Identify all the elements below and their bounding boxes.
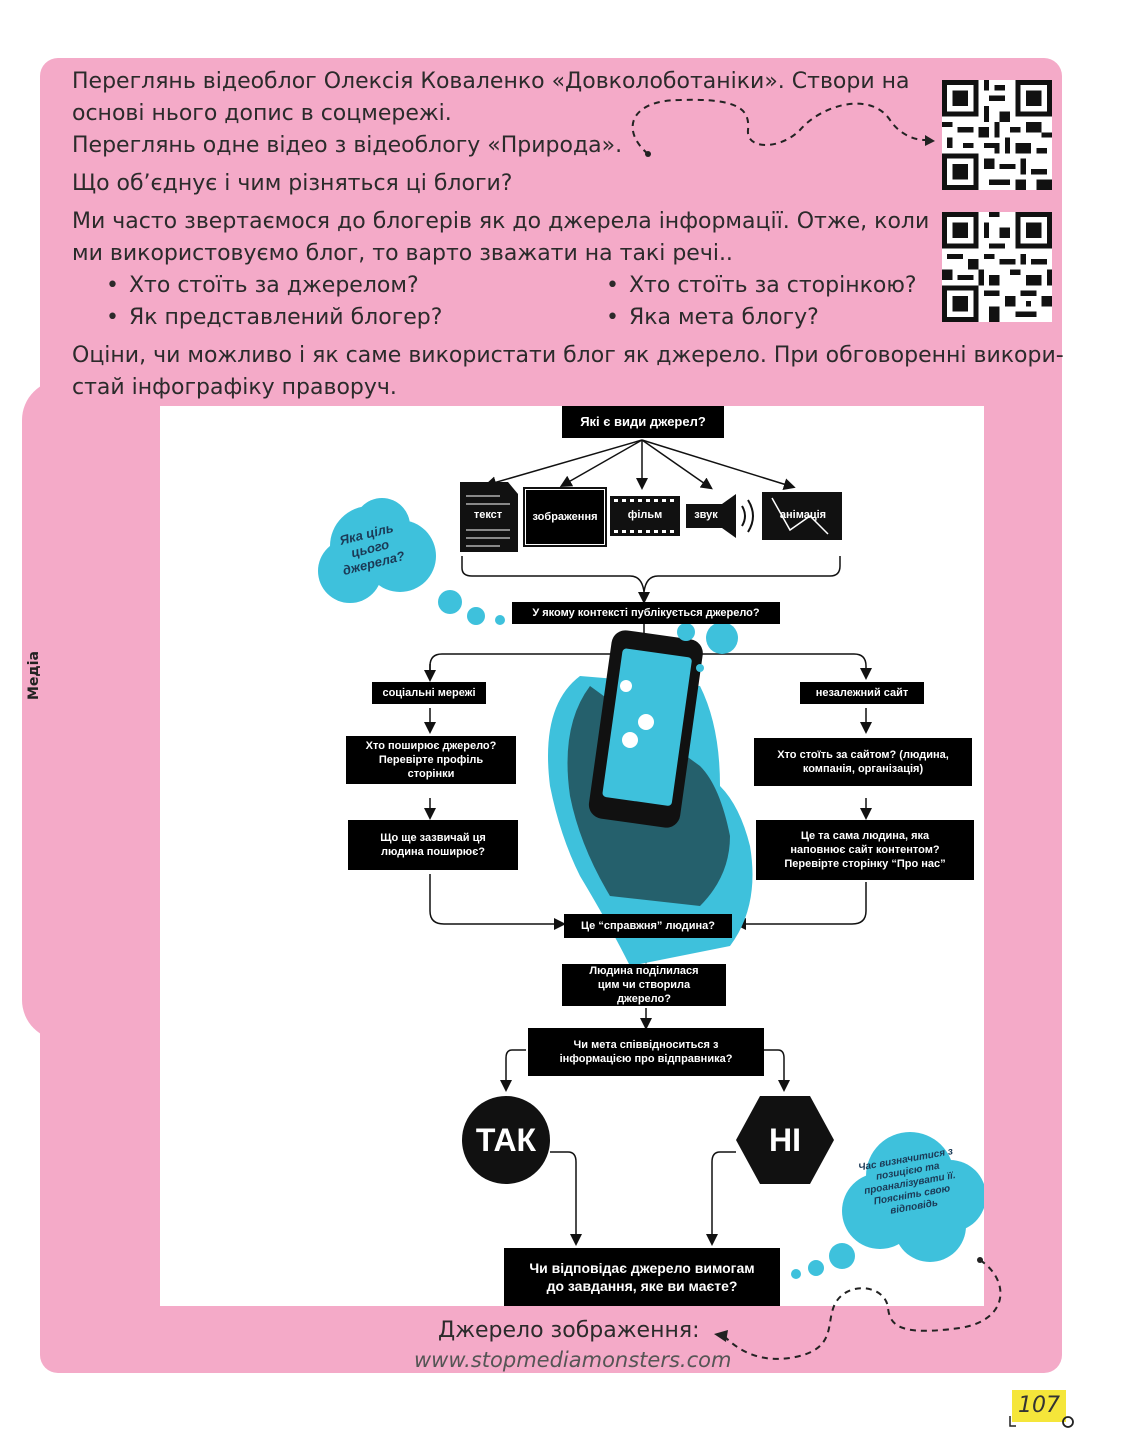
- social-networks-box: соціальні мережі: [372, 682, 486, 704]
- bullet-item: Як представлений блогер?: [106, 302, 442, 334]
- type-label-film: фільм: [627, 509, 663, 521]
- right-question-1: Хто стоїть за сайтом? (людина, компанія,…: [754, 738, 972, 786]
- left-question-1: Хто поширює джерело? Перевірте профіль с…: [346, 736, 516, 784]
- flow-connectors: [318, 439, 984, 1279]
- no-label: НІ: [769, 1122, 801, 1158]
- text-document-icon: [460, 482, 518, 552]
- paragraph-2: Переглянь одне відео з відеоблогу «Приро…: [72, 133, 623, 158]
- bullet-item: Хто стоїть за сторінкою?: [606, 270, 917, 302]
- purpose-question: Чи мета співвідноситься з інформацією пр…: [528, 1028, 764, 1076]
- paragraph-5-line-2: стай інфографіку праворуч.: [72, 375, 397, 400]
- phone-hands-illustration: [548, 622, 753, 966]
- section-label: Медіа: [26, 651, 42, 700]
- bullet-item: Хто стоїть за джерелом?: [106, 270, 419, 302]
- type-label-sound: звук: [694, 509, 718, 521]
- animation-icon: [762, 492, 842, 540]
- type-label-text: текст: [473, 509, 503, 521]
- thought-cloud-left: [318, 498, 505, 625]
- page-number: 107: [1012, 1390, 1066, 1422]
- qr-code-icon[interactable]: [942, 80, 1052, 190]
- right-question-2: Це та сама людина, яка наповнює сайт кон…: [756, 820, 974, 880]
- type-label-image: зображення: [526, 490, 604, 544]
- source-arrow-icon: [714, 1257, 1002, 1360]
- source-label: Джерело зображення:: [438, 1318, 700, 1343]
- independent-site-box: незалежний сайт: [800, 682, 924, 704]
- context-question: У якому контексті публікується джерело?: [512, 602, 780, 624]
- thought-cloud-right: [791, 1132, 984, 1279]
- side-tab: [22, 380, 82, 1040]
- paragraph-1-line-1: Переглянь відеоблог Олексія Коваленко «Д…: [72, 69, 910, 94]
- left-question-2: Що ще зазвичай ця людина поширює?: [348, 820, 518, 870]
- shared-or-created-question: Людина поділилася цим чи створила джерел…: [562, 964, 726, 1006]
- paragraph-4-line-1: Ми часто звертаємося до блогерів як до д…: [72, 209, 930, 234]
- no-hexagon: [736, 1096, 834, 1184]
- paragraph-3: Що об’єднує і чим різняться ці блоги?: [72, 171, 513, 196]
- page-corner-icon: [1009, 1416, 1074, 1428]
- infographic: Які є види джерел? текст зображення філь…: [160, 406, 984, 1306]
- type-label-animation: анімація: [779, 509, 827, 521]
- paragraph-4-line-2: ми використовуємо блог, то варто зважати…: [72, 241, 733, 266]
- film-strip-icon: [610, 496, 680, 536]
- dashed-arrow-icon: [631, 98, 935, 157]
- paragraph-1-line-2: основі нього допис в соцмережі.: [72, 101, 452, 126]
- yes-label: ТАК: [475, 1122, 537, 1158]
- bullet-item: Яка мета блогу?: [606, 302, 819, 334]
- qr-code-icon[interactable]: [942, 212, 1052, 322]
- yes-circle: [462, 1096, 550, 1184]
- speaker-icon: [686, 494, 754, 538]
- real-person-question: Це “справжня” людина?: [564, 914, 732, 938]
- flow-title: Які є види джерел?: [562, 406, 724, 438]
- paragraph-5-line-1: Оціни, чи можливо і як саме використати …: [72, 343, 1064, 368]
- final-question: Чи відповідає джерело вимогам до завданн…: [504, 1248, 780, 1306]
- source-url[interactable]: www.stopmediamonsters.com: [414, 1348, 732, 1372]
